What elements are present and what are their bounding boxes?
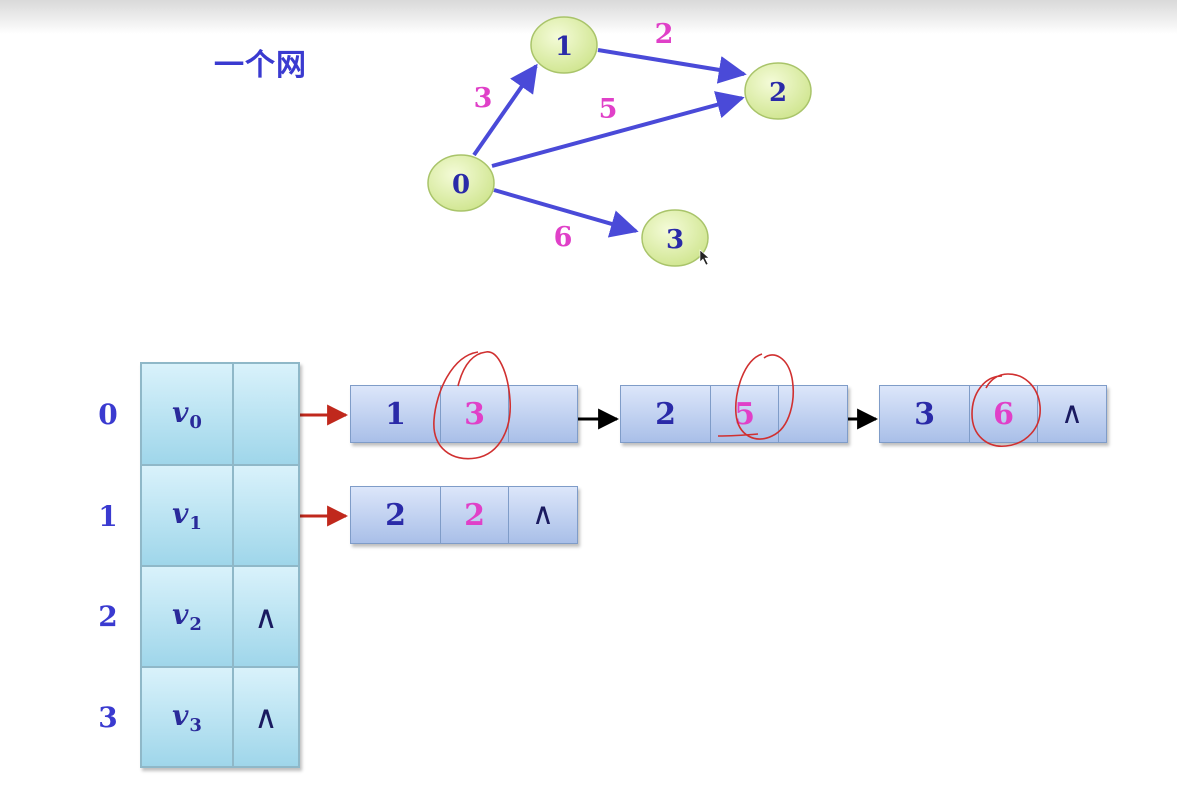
edge-0-3 (493, 188, 639, 238)
vertex-cell-0: v0 (141, 363, 233, 465)
edge-node-0-3: 3 6 ∧ (879, 385, 1107, 443)
null-pointer-symbol: ∧ (254, 597, 278, 636)
edge-node-next (508, 385, 578, 443)
diagram-title: 一个网 (214, 48, 307, 83)
graph-node-label: 0 (452, 170, 470, 200)
vertex-cell-2: v2 (141, 566, 233, 667)
vertex-head-cell-0 (233, 363, 299, 465)
edge-node-weight: 5 (710, 385, 779, 443)
edge-weight-0-1: 3 (474, 83, 493, 114)
graph-node-1: 1 (530, 16, 598, 74)
edge-node-weight: 3 (440, 385, 509, 443)
null-pointer-symbol: ∧ (254, 698, 278, 736)
graph-node-label: 1 (555, 32, 573, 62)
edge-weight-0-2: 5 (599, 94, 618, 125)
edge-weight-0-3: 6 (554, 222, 573, 253)
vertex-cell-3: v3 (141, 667, 233, 767)
graph-node-3: 3 (641, 209, 709, 267)
vertex-name-2: v2 (172, 598, 202, 635)
vertex-name-3: v3 (172, 698, 202, 736)
edge-node-adjvex: 1 (350, 385, 441, 443)
edge-node-adjvex: 3 (879, 385, 970, 443)
vertex-name-0: v0 (172, 395, 202, 433)
vertex-cell-1: v1 (141, 465, 233, 566)
row-index-2: 2 (98, 600, 118, 633)
edge-1-2 (597, 48, 747, 84)
row-index-1: 1 (98, 500, 118, 533)
vertex-head-cell-3: ∧ (233, 667, 299, 767)
graph-node-2: 2 (744, 62, 812, 120)
edge-node-adjvex: 2 (350, 486, 441, 544)
row-index-3: 3 (98, 701, 118, 734)
mouse-cursor-icon (699, 249, 710, 266)
edge-0-2 (491, 91, 745, 168)
vertex-table: v0 v1 v2 ∧ v3 ∧ (140, 362, 300, 768)
null-pointer-symbol: ∧ (1037, 385, 1107, 443)
graph-node-0: 0 (427, 154, 495, 212)
graph-node-label: 2 (769, 78, 787, 108)
edge-node-weight: 6 (969, 385, 1038, 443)
edge-node-next (778, 385, 848, 443)
edge-node-weight: 2 (440, 486, 509, 544)
edge-node-adjvex: 2 (620, 385, 711, 443)
edge-node-0-2: 2 5 (620, 385, 848, 443)
edge-0-1 (472, 63, 538, 157)
edge-weight-1-2: 2 (655, 19, 674, 50)
edge-node-0-1: 1 3 (350, 385, 578, 443)
null-pointer-symbol: ∧ (508, 486, 578, 544)
row-index-0: 0 (98, 398, 118, 431)
vertex-head-cell-2: ∧ (233, 566, 299, 667)
vertex-name-1: v1 (172, 497, 202, 534)
graph-node-label: 3 (666, 225, 684, 255)
vertex-head-cell-1 (233, 465, 299, 566)
edge-node-1-2: 2 2 ∧ (350, 486, 578, 544)
